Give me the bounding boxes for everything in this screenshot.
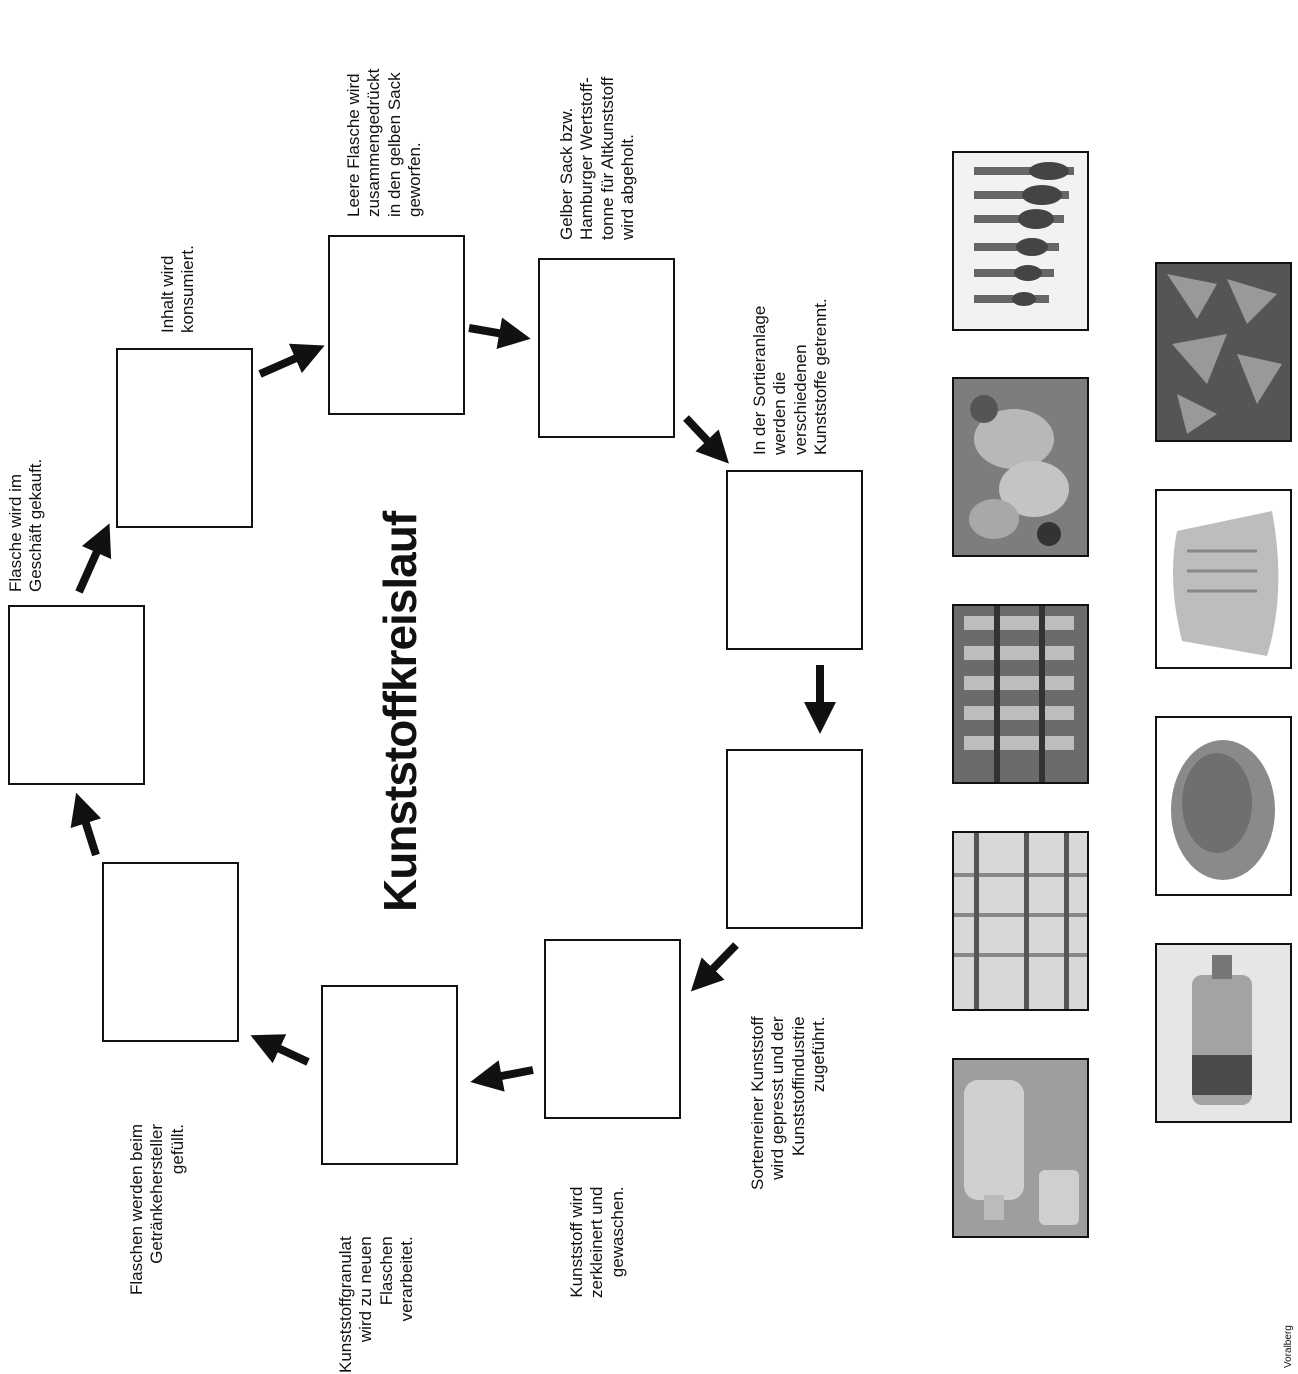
sack-image [1157,491,1290,667]
photo-yellow-sack[interactable] [1155,489,1292,669]
photo-factory-hall[interactable] [952,831,1089,1011]
sorting-image [954,379,1087,555]
granulate-image [1157,718,1290,894]
photo-crushed-bottle[interactable] [1155,943,1292,1123]
step-box-8[interactable] [321,985,458,1165]
credit-text: Voralberg [1283,1325,1294,1368]
arrow-2-3 [258,343,325,378]
step-box-1[interactable] [8,605,145,785]
photo-bottles-drinking[interactable] [952,1058,1089,1238]
machinery-image [954,606,1087,782]
step-box-6[interactable] [726,749,863,929]
arrow-4-5 [683,415,729,464]
photo-bottling-machinery[interactable] [952,604,1089,784]
arrow-1-2 [75,523,112,594]
arrow-9-1 [70,792,102,857]
step-box-9[interactable] [102,862,239,1042]
step-box-7[interactable] [544,939,681,1119]
arrow-8-9 [250,1034,310,1066]
bales-image [1157,264,1290,440]
step-box-5[interactable] [726,470,863,650]
bottle-image [1157,945,1290,1121]
arrow-7-8 [470,1060,534,1092]
arrow-6-7 [690,942,739,992]
step-box-4[interactable] [538,258,675,438]
factory-image [954,833,1087,1009]
photo-plastic-bales[interactable] [1155,262,1292,442]
step-box-3[interactable] [328,235,465,415]
drinking-image [954,1060,1087,1236]
arrow-3-4 [468,317,531,350]
step-box-2[interactable] [116,348,253,528]
preforms-image [954,153,1087,329]
photo-plastic-granulate[interactable] [1155,716,1292,896]
photo-bottle-preforms[interactable] [952,151,1089,331]
photo-sorting-plant[interactable] [952,377,1089,557]
